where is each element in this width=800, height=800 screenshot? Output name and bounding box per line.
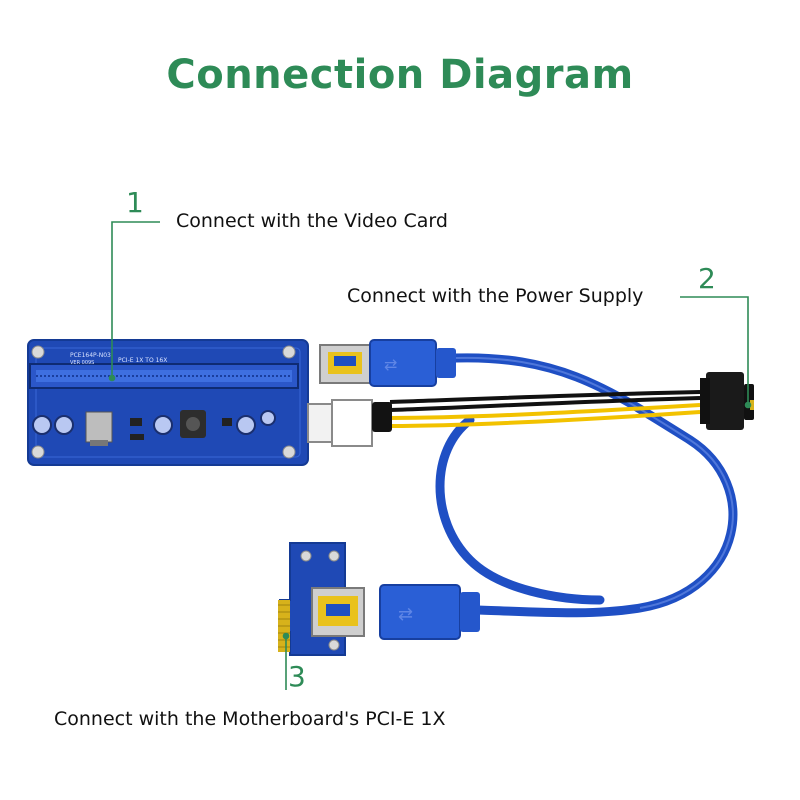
adapter-usb-plug: ⇄: [379, 584, 480, 640]
adapter-usb-port: [311, 587, 365, 637]
callout-label-1: Connect with the Video Card: [176, 210, 448, 232]
riser-usb-plug: ⇄: [369, 339, 456, 387]
usb-cable-inner-loop: [435, 415, 605, 605]
callout-line-1: [111, 221, 160, 378]
page-title: Connection Diagram: [166, 52, 634, 98]
callout-label-2: Connect with the Power Supply: [347, 285, 644, 307]
sata-power-connector: [700, 372, 754, 430]
callout-number-2: 2: [698, 262, 716, 295]
board-version: VER 009S: [70, 360, 94, 366]
riser-board: [27, 339, 309, 466]
callout-lines: [108, 221, 752, 690]
callout-number-3: 3: [288, 660, 306, 693]
callout-number-1: 1: [126, 186, 144, 219]
callout-label-3: Connect with the Motherboard's PCI-E 1X: [54, 708, 446, 730]
svg-text:⇄: ⇄: [398, 604, 413, 625]
callout-line-2: [680, 296, 749, 405]
power-wires: [389, 390, 701, 428]
board-model: PCE164P-N03: [70, 352, 111, 359]
board-interface: PCI-E 1X TO 16X: [118, 357, 167, 364]
riser-6pin-connector: [307, 399, 392, 447]
riser-usb-port: [319, 344, 371, 384]
svg-text:⇄: ⇄: [384, 355, 397, 374]
